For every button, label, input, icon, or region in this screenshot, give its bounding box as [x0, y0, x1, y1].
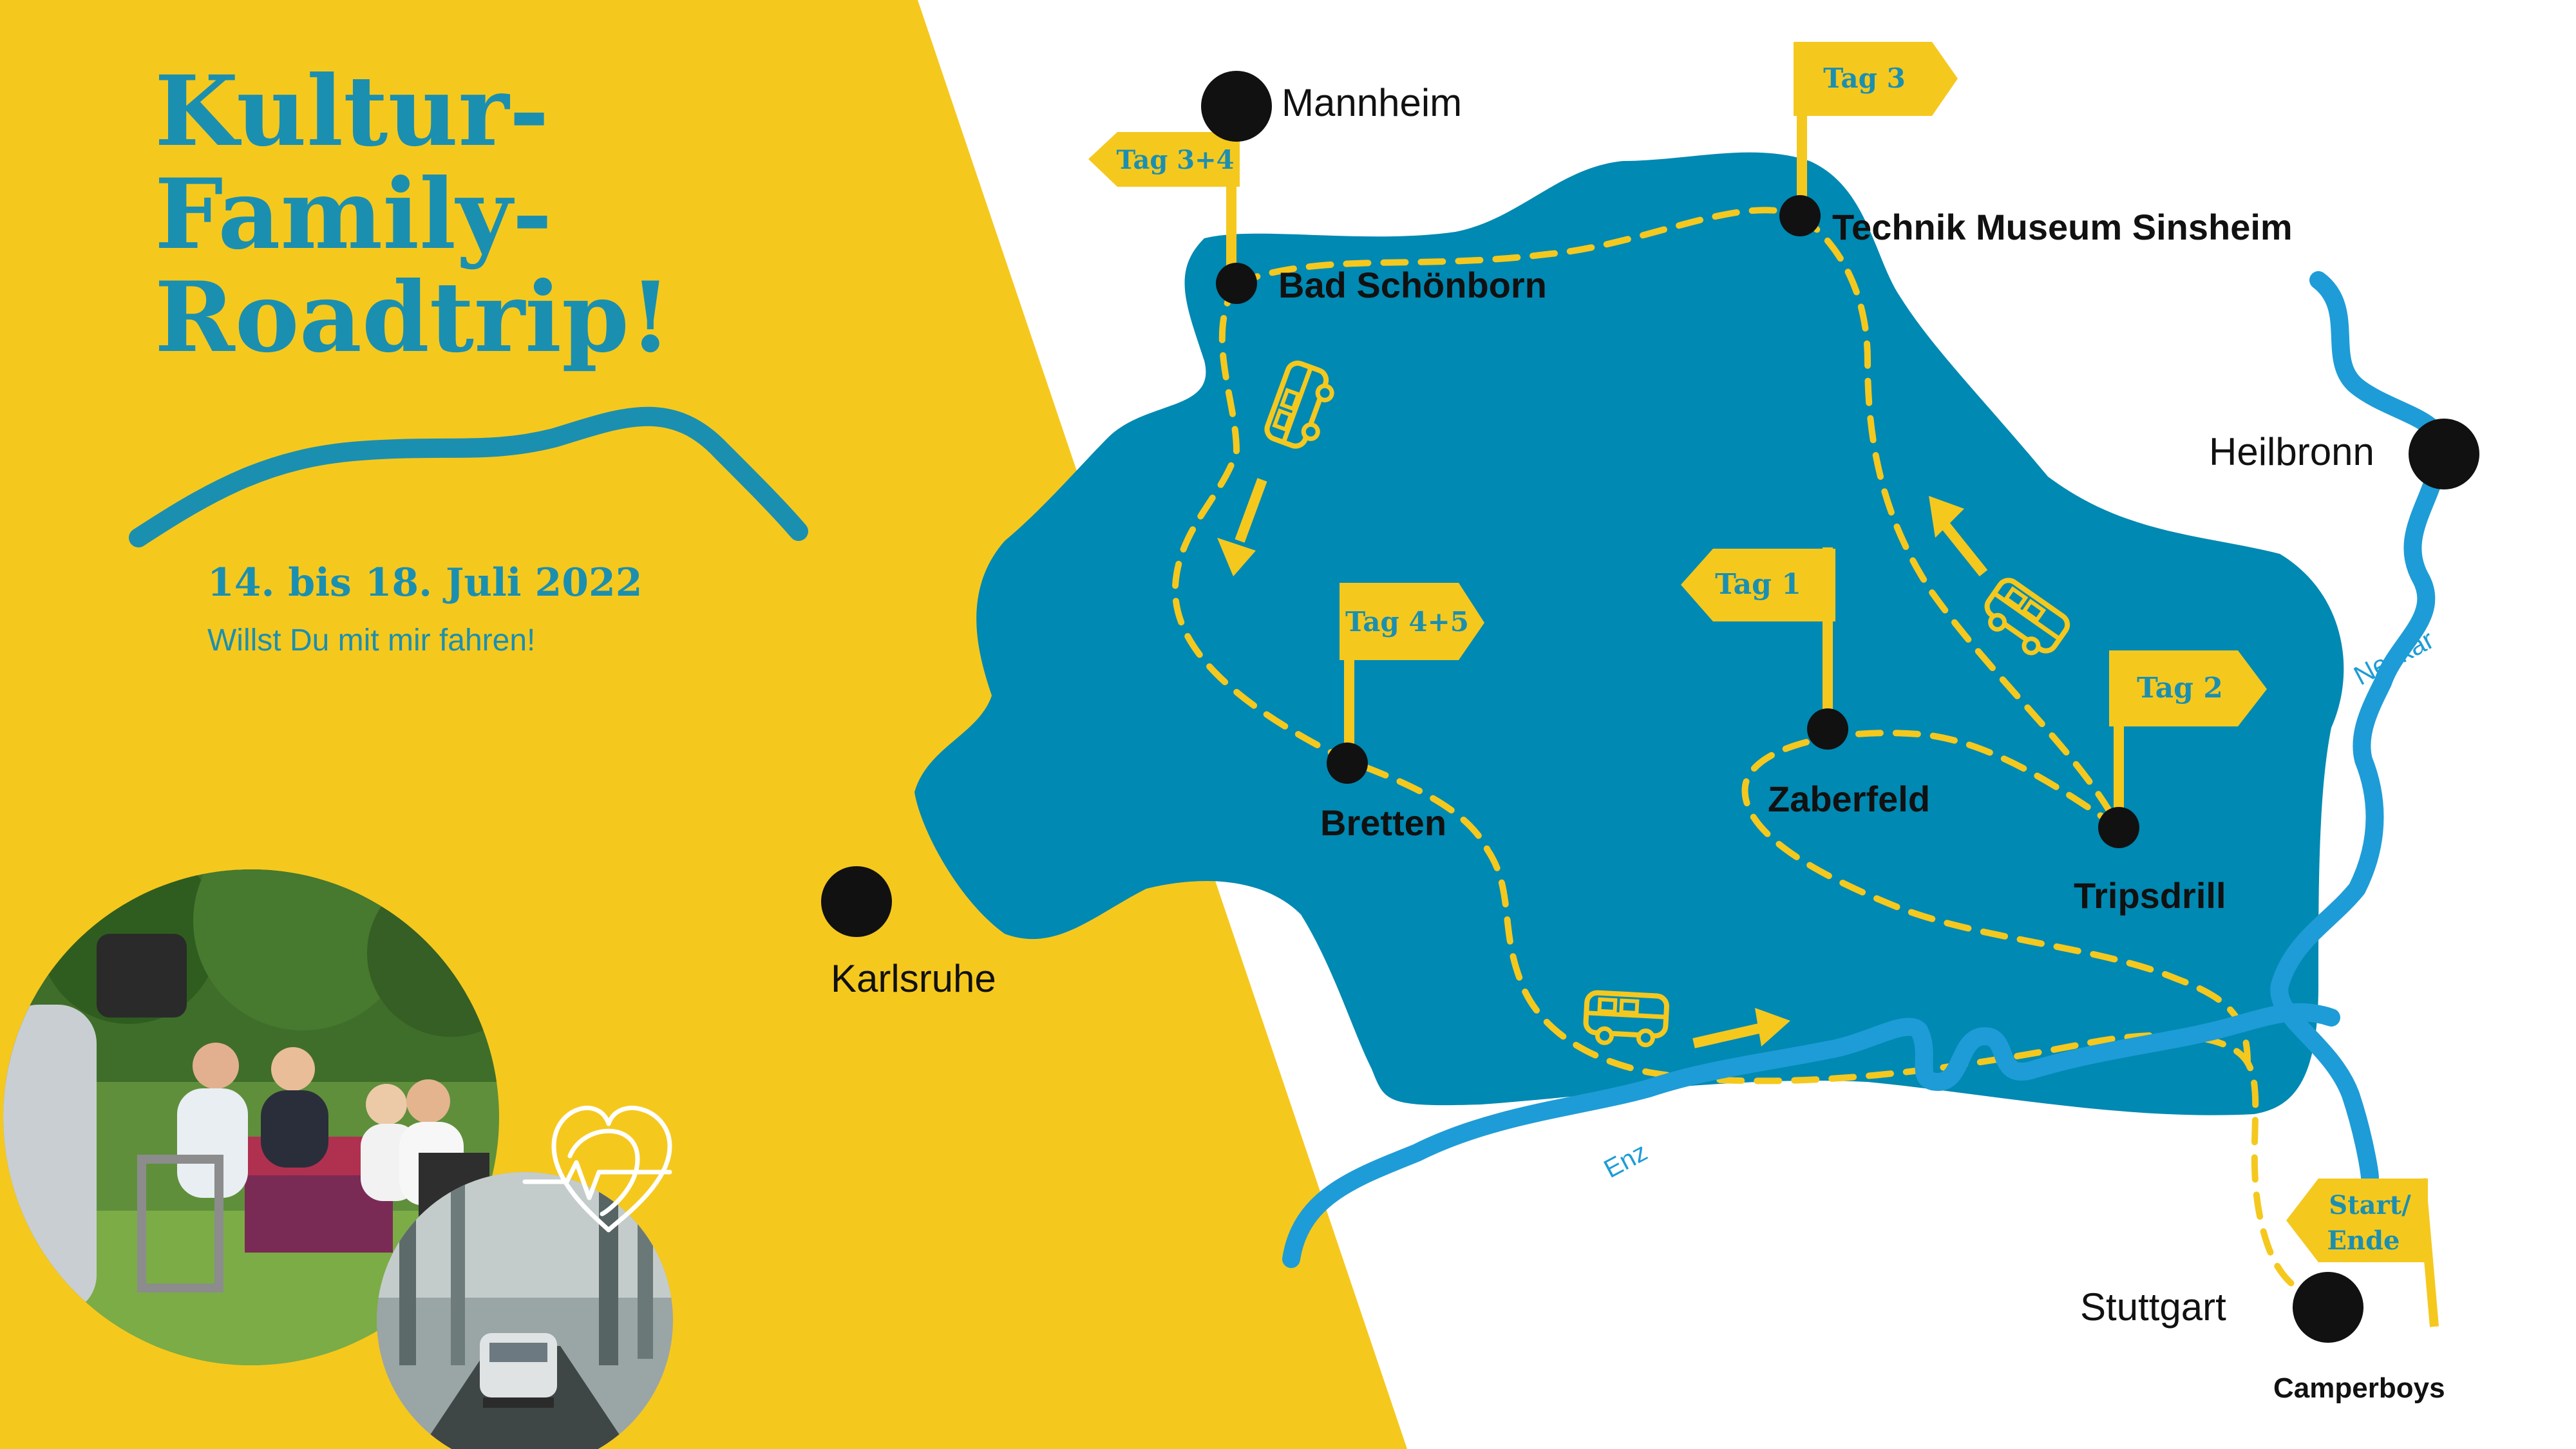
- headline-line-3: Roadtrip!: [155, 261, 672, 374]
- flag-label-tag-2: Tag 2: [2137, 672, 2223, 705]
- flag-label-tag-3: Tag 3: [1823, 62, 1906, 94]
- flag-tag-1: Tag 1: [1681, 547, 1835, 724]
- enz-river: [1282, 1003, 2340, 1268]
- direction-arrow-icon: [1217, 478, 1267, 576]
- tagline: Willst Du mit mir fahren!: [207, 623, 535, 658]
- stop-dot-sinsheim: [1779, 195, 1821, 236]
- stop-dot-tripsdrill: [2098, 807, 2139, 848]
- stop-label-bad-schoenborn: Bad Schönborn: [1278, 265, 1547, 305]
- stop-label-sinsheim: Technik Museum Sinsheim: [1832, 207, 2293, 247]
- stop-dot-bad-schoenborn: [1216, 263, 1257, 304]
- stop-label-zaberfeld: Zaberfeld: [1768, 779, 1930, 819]
- flag-tag-2: Tag 2: [2109, 650, 2267, 828]
- flag-label-tag-3-4: Tag 3+4: [1117, 145, 1235, 175]
- flag-tag-3: Tag 3: [1794, 42, 1958, 213]
- decorative-wave: [129, 406, 808, 547]
- city-label-stuttgart: Stuttgart: [2080, 1285, 2226, 1329]
- flag-label-tag-4-5: Tag 4+5: [1345, 606, 1469, 638]
- headline-line-1: Kultur-: [155, 55, 549, 168]
- city-label-mannheim: Mannheim: [1282, 81, 1462, 124]
- stop-label-bretten: Bretten: [1320, 802, 1446, 843]
- direction-arrow-icon: [1929, 496, 1988, 576]
- route-path: [1171, 207, 2328, 1297]
- flag-tag-4-5: Tag 4+5: [1340, 583, 1484, 763]
- direction-arrow-icon: [1692, 1008, 1790, 1048]
- flag-label-tag-1: Tag 1: [1715, 568, 1801, 601]
- city-dot-karlsruhe: [821, 866, 892, 937]
- stop-dot-bretten: [1327, 743, 1368, 784]
- stop-label-tripsdrill: Tripsdrill: [2074, 875, 2226, 916]
- city-dot-stuttgart: [2293, 1272, 2363, 1343]
- date-range: 14. bis 18. Juli 2022: [207, 560, 642, 605]
- headline-line-2: Family-: [155, 158, 553, 271]
- city-dot-mannheim: [1201, 71, 1272, 142]
- city-dot-heilbronn: [2409, 419, 2479, 489]
- flag-label-start: Start/: [2329, 1190, 2411, 1220]
- heart-pulse-icon: [522, 1106, 672, 1233]
- flag-tag-3-4: Tag 3+4: [1088, 132, 1240, 280]
- stop-label-camperboys: Camperboys: [2273, 1372, 2445, 1404]
- stop-dot-zaberfeld: [1807, 708, 1848, 750]
- enz-label: Enz: [1600, 1138, 1653, 1184]
- region-shape: [914, 152, 2344, 1115]
- city-label-heilbronn: Heilbronn: [2209, 430, 2374, 473]
- flag-label-ende: Ende: [2327, 1226, 2400, 1256]
- flag-start-ende: Start/ Ende: [2286, 1178, 2439, 1327]
- city-label-karlsruhe: Karlsruhe: [831, 957, 996, 1000]
- neckar-label: Neckar: [2349, 624, 2439, 691]
